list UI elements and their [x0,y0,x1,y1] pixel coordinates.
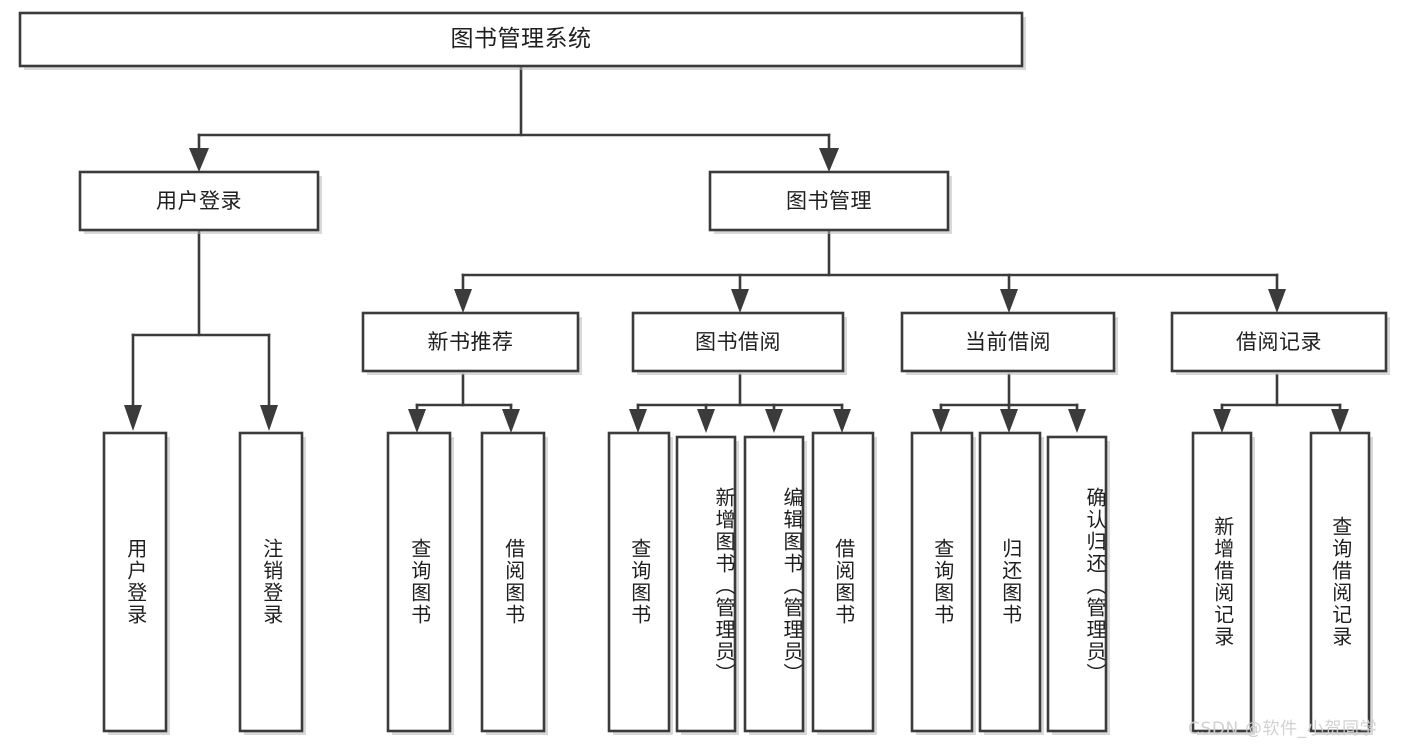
arrow-head-leaf-add-record [1213,409,1231,433]
arrow-head-borrow-record [1268,289,1286,313]
connector-group-borrow-record [1213,373,1349,433]
leaf-confirm-return-box[interactable] [1046,435,1108,733]
leaf-add-record-box[interactable] [1191,431,1253,733]
connector-group-new-book-recommend [408,373,520,433]
current-borrow-box[interactable] [900,311,1116,373]
arrow-head-book-borrow [731,289,749,313]
arrow-head-leaf-logout-login [260,405,278,431]
arrow-head-current-borrow [1000,289,1018,313]
arrow-head-leaf-query-record [1331,409,1349,433]
leaf-query-book-1-box[interactable] [386,431,452,733]
arrow-head-leaf-edit-book [765,409,783,433]
csdn-watermark: CSDN @软件_小贺同学 [1188,719,1378,739]
leaf-user-login-box[interactable] [102,431,168,733]
leaf-return-book-box[interactable] [978,431,1042,733]
arrow-head-leaf-add-book [697,409,715,433]
arrow-head-leaf-borrow-book-1 [502,409,520,433]
arrow-head-leaf-confirm-return [1068,409,1086,433]
arrow-head-leaf-borrow-book-2 [833,409,851,433]
leaf-query-book-2-box[interactable] [607,431,671,733]
leaf-logout-login-box[interactable] [238,431,304,733]
leaf-borrow-book-2-box[interactable] [811,431,875,733]
user-login-box[interactable] [78,170,320,232]
new-book-recommend-box[interactable] [361,311,580,373]
leaf-borrow-book-1-box[interactable] [480,431,546,733]
arrow-head-leaf-query-book-3 [932,409,950,433]
arrow-head-leaf-query-book-1 [408,409,426,433]
connector-group-user-login [124,230,278,431]
borrow-record-box[interactable] [1170,311,1388,373]
connector-group-current-borrow [932,373,1086,433]
leaf-add-book-box[interactable] [675,435,737,733]
root-box[interactable] [18,11,1024,68]
arrow-head-new-book-recommend [454,289,472,313]
connector-group-book-borrow [629,373,851,433]
arrow-head-user-login [189,148,209,172]
connector-group-book-management [454,230,1286,313]
arrow-head-book-management [819,148,839,172]
book-borrow-box[interactable] [631,311,845,373]
connector-group-root [189,64,839,172]
book-management-box[interactable] [708,170,950,232]
leaf-edit-book-box[interactable] [743,435,805,733]
leaf-query-book-3-box[interactable] [910,431,974,733]
arrow-head-leaf-return-book [1000,409,1018,433]
arrow-head-leaf-query-book-2 [629,409,647,433]
arrow-head-leaf-user-login [124,405,142,431]
leaf-query-record-box[interactable] [1309,431,1371,733]
